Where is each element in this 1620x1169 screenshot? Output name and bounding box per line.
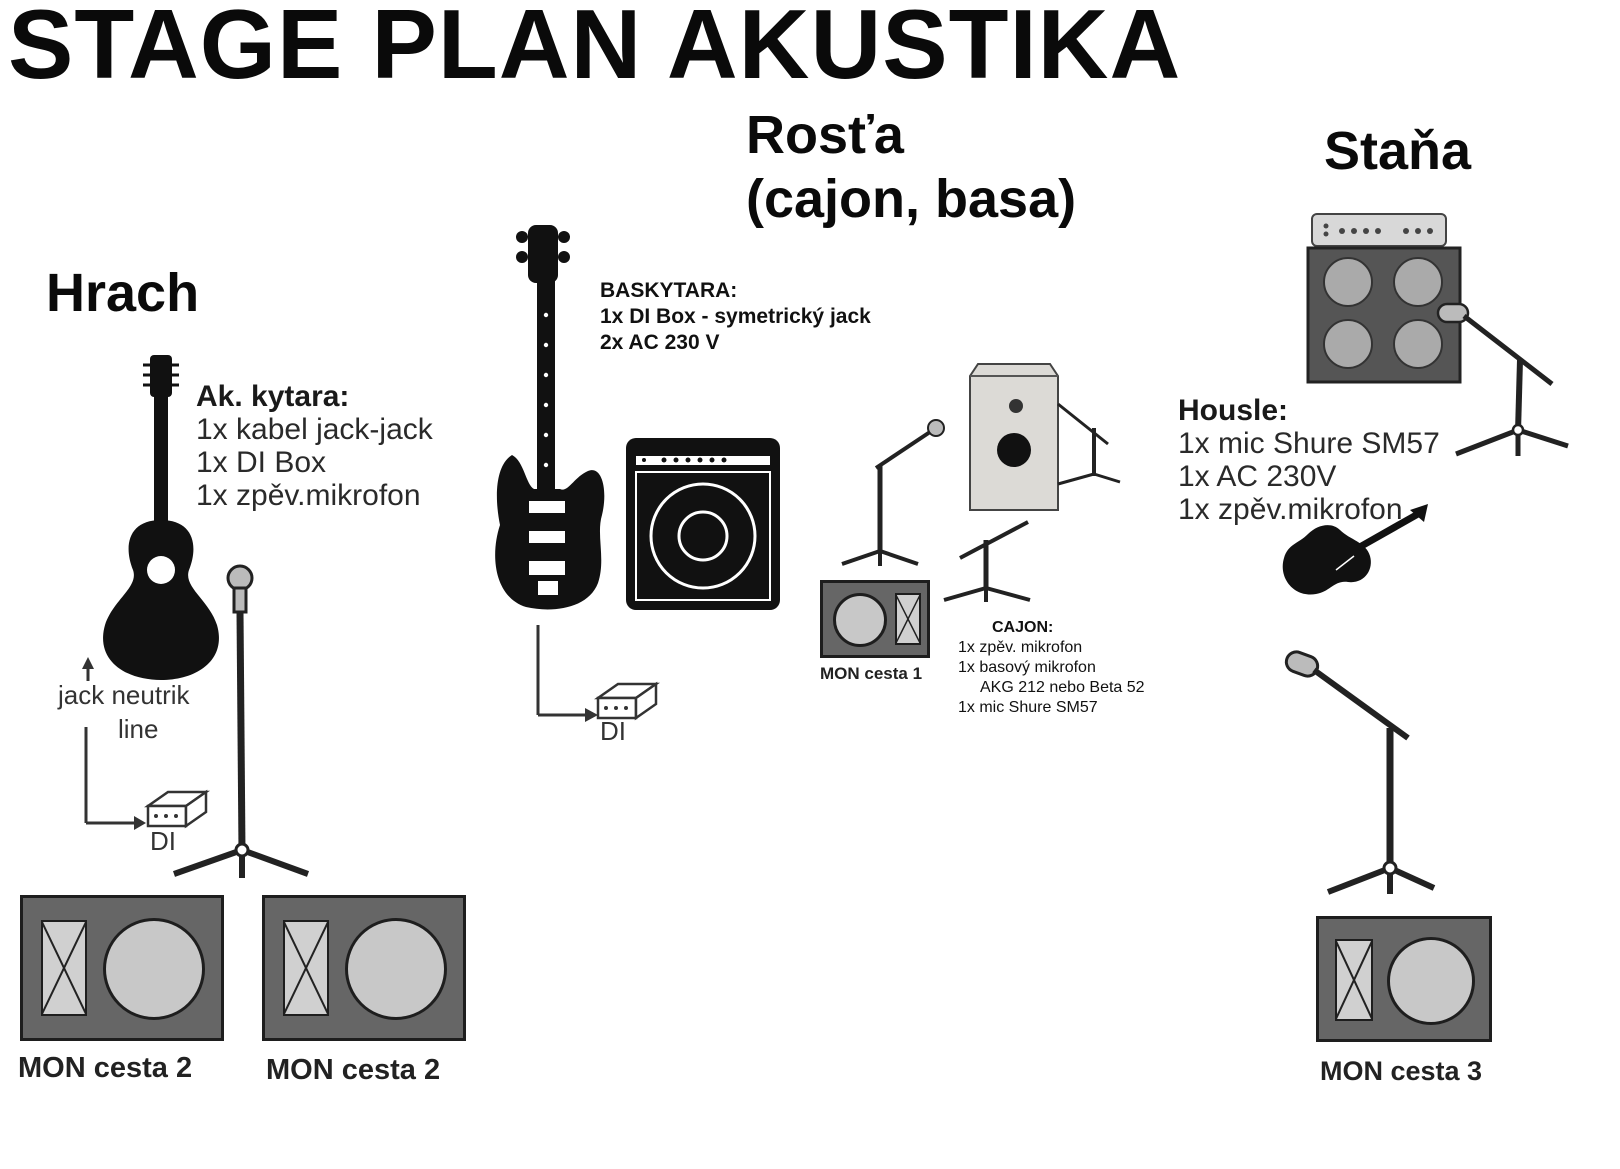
bass-line: 1x DI Box - symetrický jack xyxy=(600,305,871,328)
speaker-woofer xyxy=(1387,937,1475,1025)
acoustic-guitar-icon xyxy=(103,355,219,680)
speaker-woofer xyxy=(833,593,887,647)
di-box-icon xyxy=(144,789,210,829)
guitar-heading: Ak. kytara: xyxy=(196,380,350,413)
violin-heading: Housle: xyxy=(1178,394,1289,427)
speaker-woofer xyxy=(103,918,205,1020)
monitor-label-2b: MON cesta 2 xyxy=(266,1054,441,1086)
cajon-line: AKG 212 nebo Beta 52 xyxy=(980,679,1145,696)
performer-rosta: Rosťa xyxy=(746,105,904,165)
violin-requirements: Housle: 1x mic Shure SM57 1x AC 230V 1x … xyxy=(1178,394,1440,526)
performer-rosta-instruments: (cajon, basa) xyxy=(746,169,1077,229)
mic-stand-icon xyxy=(1284,650,1436,895)
cajon-line: 1x zpěv. mikrofon xyxy=(958,639,1083,656)
mic-stand-icon xyxy=(1436,302,1569,457)
di-label-bass: DI xyxy=(600,716,626,746)
bass-guitar-icon xyxy=(495,225,605,610)
guitar-requirements: Ak. kytara: 1x kabel jack-jack 1x DI Box… xyxy=(196,380,433,512)
cajon-line: 1x basový mikrofon xyxy=(958,659,1096,676)
mic-stand-icon xyxy=(1057,402,1121,486)
monitor-wedge-1 xyxy=(820,580,930,658)
guitar-line: 1x zpěv.mikrofon xyxy=(196,479,421,512)
guitar-cable-icon xyxy=(82,657,146,830)
page-title: STAGE PLAN AKUSTIKA xyxy=(8,0,1182,99)
speaker-tweeter xyxy=(41,920,87,1016)
mic-stand-icon xyxy=(173,564,310,878)
cajon-icon xyxy=(969,363,1059,511)
performer-hrach: Hrach xyxy=(46,263,200,323)
monitor-label-2a: MON cesta 2 xyxy=(18,1052,193,1084)
di-box-icon xyxy=(594,681,660,721)
bass-amp-icon xyxy=(626,438,780,610)
violin-line: 1x zpěv.mikrofon xyxy=(1178,493,1403,526)
guitar-line: 1x kabel jack-jack xyxy=(196,413,433,446)
di-label-guitar: DI xyxy=(150,826,176,856)
speaker-woofer xyxy=(345,918,447,1020)
mic-stand-icon xyxy=(841,419,945,566)
mic-stand-icon xyxy=(943,520,1031,602)
monitor-wedge-2b xyxy=(262,895,466,1041)
bass-requirements: BASKYTARA: 1x DI Box - symetrický jack 2… xyxy=(600,278,871,356)
jack-label: jack neutrik xyxy=(58,680,190,710)
amp-cabinet-icon xyxy=(1306,213,1462,384)
cajon-requirements: CAJON: 1x zpěv. mikrofon 1x basový mikro… xyxy=(958,618,1145,718)
violin-line: 1x AC 230V xyxy=(1178,460,1337,493)
guitar-line: 1x DI Box xyxy=(196,446,327,479)
monitor-label-3: MON cesta 3 xyxy=(1320,1056,1483,1086)
monitor-wedge-3 xyxy=(1316,916,1492,1042)
jack-label-line: line xyxy=(118,714,159,744)
performer-stana: Staňa xyxy=(1324,121,1472,181)
bass-heading: BASKYTARA: xyxy=(600,279,738,302)
cajon-heading: CAJON: xyxy=(992,619,1054,636)
monitor-label-1: MON cesta 1 xyxy=(820,664,923,683)
bass-cable-icon xyxy=(536,625,598,722)
bass-line: 2x AC 230 V xyxy=(600,331,720,354)
cajon-line: 1x mic Shure SM57 xyxy=(958,699,1098,716)
violin-line: 1x mic Shure SM57 xyxy=(1178,427,1440,460)
speaker-tweeter xyxy=(283,920,329,1016)
speaker-tweeter xyxy=(895,593,921,645)
monitor-wedge-2a xyxy=(20,895,224,1041)
violin-icon xyxy=(1282,504,1428,595)
speaker-tweeter xyxy=(1335,939,1373,1021)
